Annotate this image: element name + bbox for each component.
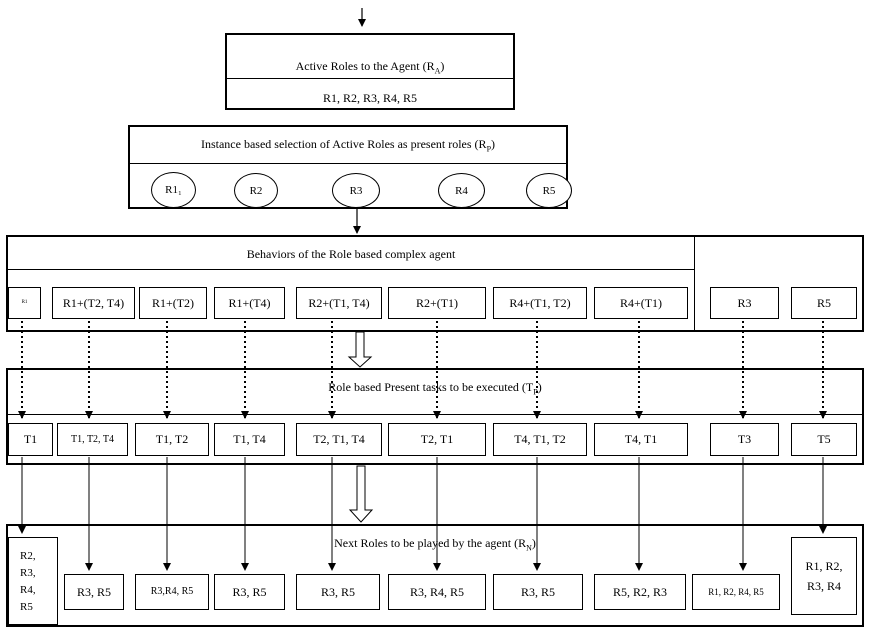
task-cell-2: T1, T2 — [135, 423, 209, 456]
task-cell-7: T4, T1 — [594, 423, 688, 456]
hollow-arrow-behaviors-to-tasks — [347, 331, 373, 368]
behavior-cell-8: R3 — [710, 287, 779, 319]
role-oval-r2: R2 — [234, 173, 278, 208]
next-roles-cell-3: R3, R5 — [214, 574, 285, 610]
instance-selection-divider — [130, 163, 566, 164]
next-roles-last-line-1: R3, R4 — [806, 579, 841, 593]
role-oval-r4: R4 — [438, 173, 485, 208]
task-cell-9: T5 — [791, 423, 857, 456]
next-roles-cell-8: R1, R2, R4, R5 — [692, 574, 780, 610]
task-cell-5: T2, T1 — [388, 423, 486, 456]
task-cell-1: T1, T2, T4 — [57, 423, 128, 456]
next-roles-first-line-1: R3, — [20, 567, 36, 579]
role-oval-r1: R1₁ — [151, 172, 196, 208]
behaviors-separator — [694, 237, 695, 330]
next-roles-cell-6: R3, R5 — [493, 574, 583, 610]
behavior-cell-4: R2+(T1, T4) — [296, 287, 382, 319]
next-roles-cell-1: R3, R5 — [64, 574, 124, 610]
next-roles-cell-7: R5, R2, R3 — [594, 574, 686, 610]
next-roles-cell-4: R3, R5 — [296, 574, 380, 610]
next-roles-first-line-0: R2, — [20, 550, 36, 562]
next-roles-cell-2: R3,R4, R5 — [135, 574, 209, 610]
behavior-cell-5: R2+(T1) — [388, 287, 486, 319]
next-roles-title: Next Roles to be played by the agent (RN… — [334, 536, 536, 553]
task-cell-8: T3 — [710, 423, 779, 456]
next-roles-cell-last: R1, R2, R3, R4 — [791, 537, 857, 615]
task-cell-4: T2, T1, T4 — [296, 423, 382, 456]
next-roles-first-line-2: R4, — [20, 584, 36, 596]
present-tasks-title: Role based Present tasks to be executed … — [328, 380, 542, 397]
next-roles-cell-5: R3, R4, R5 — [388, 574, 486, 610]
task-cell-6: T4, T1, T2 — [493, 423, 587, 456]
next-roles-first-line-3: R5 — [20, 601, 33, 613]
active-roles-title: Active Roles to the Agent (RA) — [295, 59, 445, 76]
behavior-cell-7: R4+(T1) — [594, 287, 688, 319]
behaviors-title: Behaviors of the Role based complex agen… — [246, 247, 456, 261]
role-oval-r3: R3 — [332, 173, 380, 208]
task-cell-3: T1, T4 — [214, 423, 285, 456]
hollow-arrow-tasks-to-next — [348, 465, 374, 523]
behavior-cell-3: R1+(T4) — [214, 287, 285, 319]
behaviors-divider — [8, 269, 694, 270]
active-roles-values: R1, R2, R3, R4, R5 — [322, 91, 418, 105]
behavior-cell-2: R1+(T2) — [139, 287, 207, 319]
next-roles-cell-first: R2, R3, R4, R5 — [8, 537, 58, 625]
instance-selection-title: Instance based selection of Active Roles… — [200, 137, 496, 154]
present-tasks-divider — [8, 414, 862, 415]
role-oval-r5: R5 — [526, 173, 572, 208]
active-roles-divider — [227, 78, 513, 79]
behavior-cell-6: R4+(T1, T2) — [493, 287, 587, 319]
active-roles-box: Active Roles to the Agent (RA) R1, R2, R… — [225, 33, 515, 110]
behavior-cell-1: R1+(T2, T4) — [52, 287, 135, 319]
next-roles-last-line-0: R1, R2, — [805, 559, 843, 573]
task-cell-0: T1 — [8, 423, 53, 456]
behavior-cell-9: R5 — [791, 287, 857, 319]
behavior-cell-0: R1 — [8, 287, 41, 319]
